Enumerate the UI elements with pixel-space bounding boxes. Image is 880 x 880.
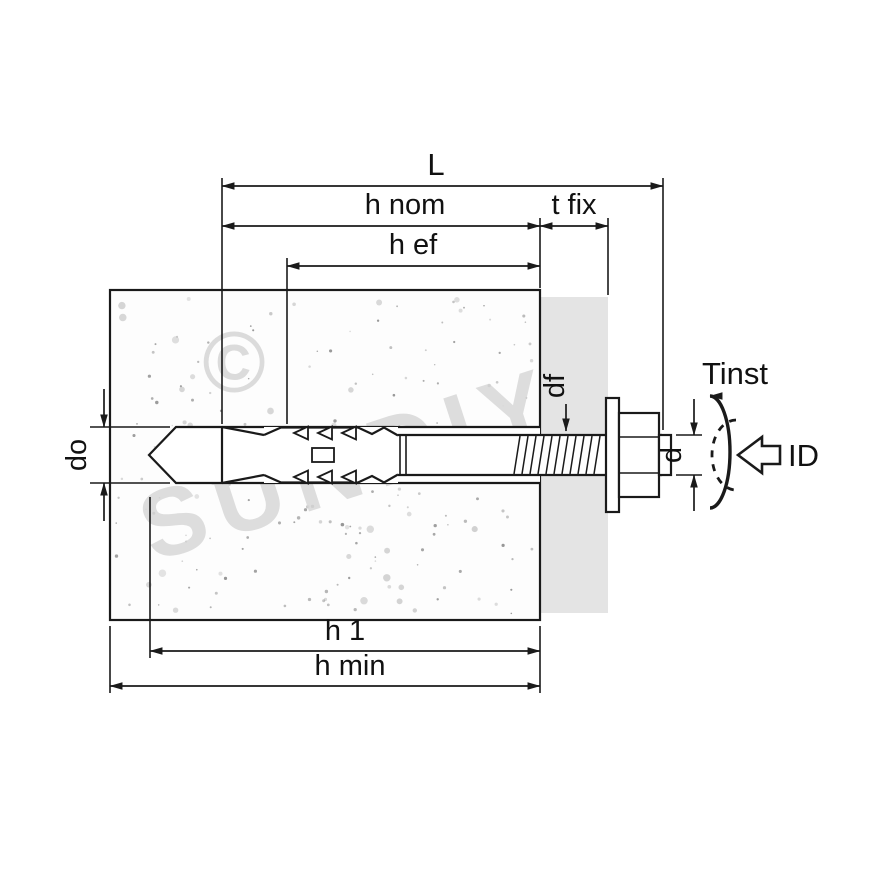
rotation-dashed-arc [710, 418, 737, 492]
dimension-d: d [656, 399, 698, 511]
barb-icon [315, 469, 333, 485]
clip-slot [311, 447, 335, 463]
dim-label-h1: h 1 [325, 615, 365, 647]
dimension-h-ef: h ef [286, 229, 541, 270]
anchor-assembly [220, 396, 673, 514]
dim-label-h-nom: h nom [365, 189, 446, 221]
impact-annotation: ID [710, 418, 819, 492]
hex-nut-body [617, 411, 661, 499]
anchor-cone-fill [222, 427, 264, 483]
torque-arrow [709, 392, 732, 510]
barb-icon [315, 425, 333, 441]
washer [604, 396, 621, 514]
dim-label-d: d [656, 447, 688, 463]
dim-label-L: L [427, 147, 444, 182]
dimension-L: L [221, 147, 664, 190]
dim-label-do: do [61, 439, 93, 471]
expansion-clip-top-edge [263, 426, 399, 437]
dimension-do: do [61, 389, 108, 521]
anchor-cone-taper-top [221, 425, 265, 437]
expansion-clip-bottom-edge [263, 473, 399, 484]
copyright-watermark: © [202, 315, 265, 411]
torque-annotation: Tinst [702, 356, 768, 510]
impact-direction-arrow-icon [735, 434, 782, 476]
dimension-df: df [539, 373, 571, 432]
dimension-h-min: h min [109, 650, 541, 690]
barb-icon [291, 425, 309, 441]
dimension-h1: h 1 [149, 615, 541, 655]
dimension-t-fix: t fix [539, 189, 609, 230]
barb-icon [339, 425, 357, 441]
impact-label: ID [788, 438, 819, 473]
dim-label-h-ef: h ef [389, 229, 438, 261]
dimension-h-nom: h nom [221, 189, 541, 230]
bolt-end [657, 433, 673, 477]
anchor-cone-taper-bottom [221, 473, 265, 485]
dim-label-df: df [539, 373, 571, 398]
thread-section [513, 435, 601, 475]
barb-icon [339, 469, 357, 485]
barb-icon [291, 469, 309, 485]
expansion-clip-barbs [291, 425, 357, 485]
hex-nut [617, 411, 661, 499]
dim-label-h-min: h min [315, 650, 386, 682]
torque-label: Tinst [702, 356, 768, 391]
dim-label-t-fix: t fix [551, 189, 597, 221]
